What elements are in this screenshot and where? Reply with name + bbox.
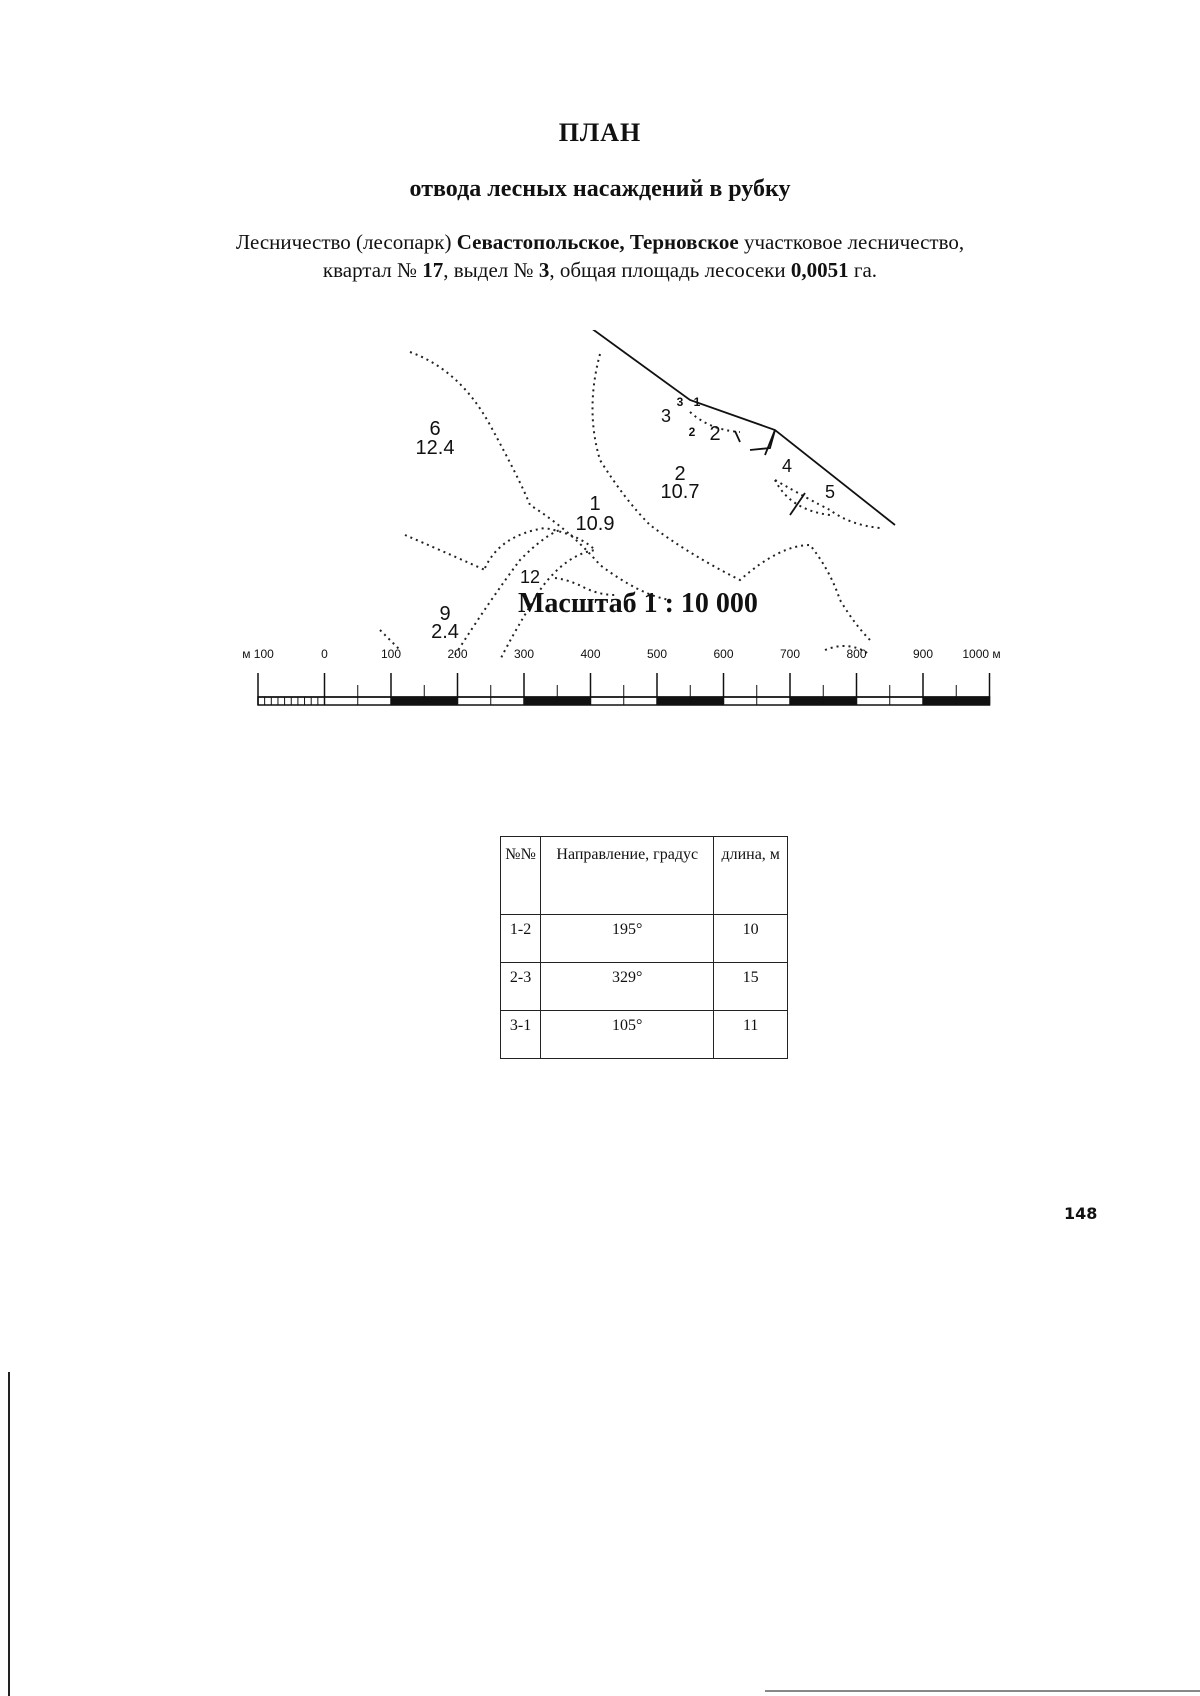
scale-tick-label: 700 — [780, 647, 800, 661]
forestry-info: Лесничество (лесопарк) Севастопольское , … — [0, 228, 1200, 284]
plot-number-label: 1 — [589, 493, 600, 515]
plot-number-label: 9 — [439, 603, 450, 625]
scan-edge-line — [765, 1690, 1200, 1692]
column-header-number: №№ — [499, 836, 542, 915]
table-cell: 2-3 — [499, 962, 542, 1011]
boundary-line — [404, 534, 486, 571]
plot-boundaries — [379, 351, 881, 661]
section-label: 3 — [661, 406, 671, 426]
cutting-area-edge — [764, 429, 776, 456]
section-label: 2 — [709, 423, 720, 445]
info-prefix: Лесничество (лесопарк) — [235, 230, 457, 254]
scale-tick-label: 600 — [713, 647, 733, 661]
directions-table: №№ Направление, градус длина, м 1-2 195°… — [499, 836, 788, 1059]
scan-edge-line — [8, 1372, 10, 1696]
section-number: 3 — [538, 258, 550, 282]
boundary-line — [591, 353, 871, 641]
forestry-name: Севастопольское — [456, 230, 620, 254]
cutting-area-edge — [734, 430, 741, 443]
boundary-line — [409, 351, 671, 601]
section-label: 5 — [825, 482, 835, 502]
scale-label: Масштаб 1 : 10 000 — [518, 588, 758, 619]
page-number: 148 — [1064, 1204, 1098, 1223]
table-cell: 10 — [713, 914, 788, 963]
map-drawing: 6 12.4 1 10.9 2 10.7 9 2.4 12 3 2 4 5 3 … — [242, 330, 1001, 706]
plot-area-label: 2.4 — [431, 621, 459, 643]
boundary-line — [774, 479, 831, 516]
scale-tick-label: м 100 — [242, 647, 274, 661]
scale-bar: м 100 0 100 200 300 400 500 600 700 800 900 1000 м — [242, 647, 1001, 706]
plot-number-label: 6 — [429, 418, 440, 440]
table-cell: 15 — [713, 962, 788, 1011]
table-cell: 195° — [540, 914, 715, 963]
plot-number-label: 2 — [674, 463, 685, 485]
section-label: 4 — [782, 456, 792, 476]
quarter-prefix: квартал № — [322, 258, 423, 282]
cutting-area-edge — [789, 492, 806, 516]
scale-tick-label: 800 — [846, 647, 866, 661]
scale-tick-label: 500 — [647, 647, 667, 661]
table-cell: 105° — [540, 1010, 715, 1059]
area-value: 0,0051 — [790, 258, 849, 282]
road-line — [592, 330, 896, 526]
scale-tick-label: 100 — [381, 647, 401, 661]
boundary-line — [824, 645, 871, 656]
scale-tick-label: 300 — [514, 647, 534, 661]
table-cell: 11 — [713, 1010, 788, 1059]
point-label: 3 — [677, 395, 684, 409]
document-subtitle: отвода лесных насаждений в рубку — [409, 176, 791, 202]
scale-tick-label: 400 — [580, 647, 600, 661]
table-cell: 3-1 — [499, 1010, 542, 1059]
scale-tick-label: 900 — [913, 647, 933, 661]
table-cell: 1-2 — [499, 914, 542, 963]
scale-tick-label: 1000 м — [962, 647, 1000, 661]
section-prefix: , выдел № — [443, 258, 539, 282]
boundary-line — [454, 529, 561, 656]
column-header-direction: Направление, градус — [540, 836, 715, 915]
point-label: 1 — [694, 395, 701, 409]
info-separator: , — [619, 230, 630, 254]
plot-area-label: 10.7 — [661, 481, 700, 503]
area-unit: га. — [848, 258, 878, 282]
table-row: 1-2 195° 10 — [499, 914, 788, 963]
area-prefix: , общая площадь лесосеки — [549, 258, 791, 282]
document-title: ПЛАН — [558, 118, 642, 147]
cutting-plan-map: 6 12.4 1 10.9 2 10.7 9 2.4 12 3 2 4 5 3 … — [230, 330, 1050, 750]
scale-bar-graphic — [257, 673, 991, 706]
boundary-line — [554, 577, 616, 596]
scale-tick-label: 200 — [447, 647, 467, 661]
road-lines — [592, 330, 896, 526]
column-header-length: длина, м — [713, 836, 788, 915]
plot-number-label: 12 — [520, 567, 540, 587]
district-suffix: участковое лесничество, — [738, 230, 965, 254]
plot-area-label: 12.4 — [416, 437, 455, 459]
plot-area-label: 10.9 — [576, 513, 615, 535]
table-row: 2-3 329° 15 — [499, 962, 788, 1011]
district-name: Терновское — [629, 230, 739, 254]
table-header-row: №№ Направление, градус длина, м — [499, 836, 788, 915]
quarter-number: 17 — [422, 258, 444, 282]
boundary-line — [379, 629, 401, 651]
scale-tick-label: 0 — [321, 647, 328, 661]
scale-tick-labels: м 100 0 100 200 300 400 500 600 700 800 900 1000 м — [242, 647, 1000, 661]
boundary-line — [484, 526, 598, 661]
plot-labels: 6 12.4 1 10.9 2 10.7 9 2.4 12 3 2 4 5 3 … — [416, 395, 835, 643]
point-label: 2 — [689, 425, 696, 439]
table-row: 3-1 105° 11 — [499, 1010, 788, 1059]
table-cell: 329° — [540, 962, 715, 1011]
